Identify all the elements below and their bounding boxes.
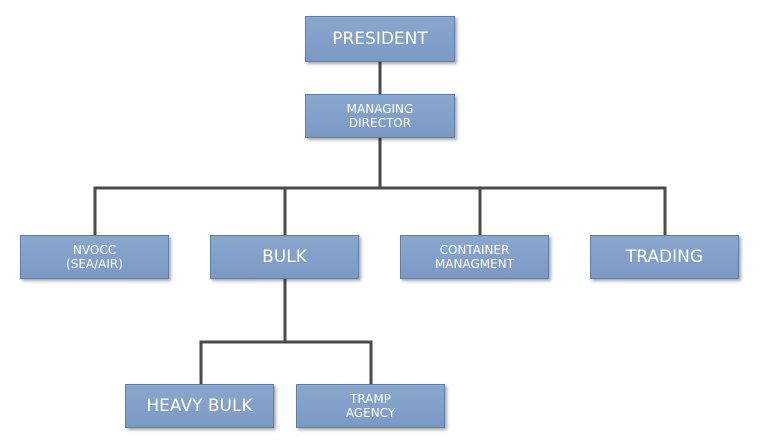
heavy-bulk-box: HEAVY BULK <box>125 384 274 428</box>
managing-director-box: MANAGING DIRECTOR <box>305 94 455 138</box>
president-box: PRESIDENT <box>305 16 455 62</box>
container-management-box: CONTAINER MANAGMENT <box>400 235 549 279</box>
bulk-box: BULK <box>210 235 359 279</box>
nvocc-box: NVOCC (SEA/AIR) <box>20 235 169 279</box>
tramp-agency-box: TRAMP AGENCY <box>296 384 445 428</box>
trading-box: TRADING <box>590 235 739 279</box>
